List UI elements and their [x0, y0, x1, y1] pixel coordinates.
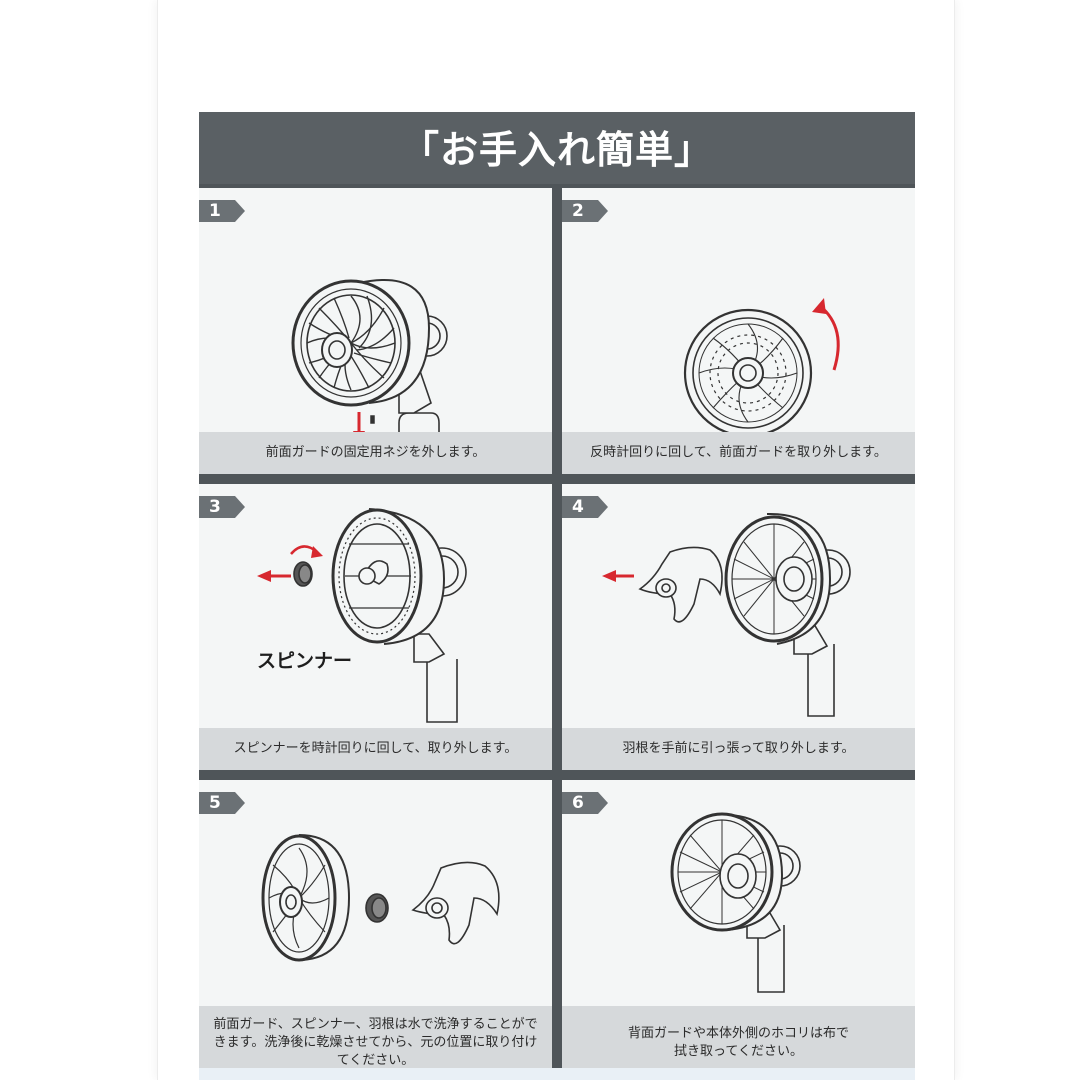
step-panel-3: 3 — [199, 484, 552, 770]
step-number: 6 — [572, 793, 584, 813]
step-number: 4 — [572, 497, 584, 517]
fan-icon — [261, 834, 351, 962]
step-panel-1: 1 — [199, 188, 552, 474]
step-panel-5: 5 — [199, 780, 552, 1080]
arrow-left-icon — [257, 570, 291, 582]
step-panel-2: 2 — [562, 188, 915, 474]
step-number: 3 — [209, 497, 221, 517]
arrow-down-icon — [353, 412, 365, 432]
step-panel-4: 4 — [562, 484, 915, 770]
step-badge: 1 — [199, 200, 245, 222]
step-number: 1 — [209, 201, 221, 221]
fan-icon — [331, 508, 467, 723]
fan-icon — [683, 308, 813, 432]
spinner-label: スピンナー — [257, 650, 353, 672]
instruction-card: 「お手入れ簡単」 1 — [199, 112, 915, 1080]
step-caption: 羽根を手前に引っ張って取り外します。 — [562, 728, 915, 770]
page-title: 「お手入れ簡単」 — [199, 112, 915, 184]
screwdriver-icon — [370, 415, 375, 424]
rotate-arrow-icon — [812, 298, 840, 371]
rotate-arrow-icon — [290, 545, 323, 558]
step-caption: スピンナーを時計回りに回して、取り外します。 — [199, 728, 552, 770]
step-badge: 6 — [562, 792, 608, 814]
step-badge: 2 — [562, 200, 608, 222]
step-number: 2 — [572, 201, 584, 221]
fan-icon — [291, 279, 448, 432]
fan-icon — [724, 512, 851, 717]
spinner-icon — [293, 561, 313, 587]
arrow-left-icon — [602, 570, 634, 582]
spinner-icon — [365, 893, 389, 923]
bottom-strip — [199, 1068, 915, 1080]
step-panel-6: 6 — [562, 780, 915, 1080]
step-caption: 反時計回りに回して、前面ガードを取り外します。 — [562, 432, 915, 474]
step-caption: 前面ガード、スピンナー、羽根は水で洗浄することができます。洗浄後に乾燥させてから… — [199, 1006, 552, 1080]
fan-blade-icon — [411, 861, 500, 945]
step-caption: 前面ガードの固定用ネジを外します。 — [199, 432, 552, 474]
step-number: 5 — [209, 793, 221, 813]
step-badge: 4 — [562, 496, 608, 518]
fan-blade-icon — [638, 546, 723, 623]
fan-icon — [670, 812, 801, 993]
step-badge: 5 — [199, 792, 245, 814]
step-caption: 背面ガードや本体外側のホコリは布で 拭き取ってください。 — [562, 1006, 915, 1080]
step-badge: 3 — [199, 496, 245, 518]
